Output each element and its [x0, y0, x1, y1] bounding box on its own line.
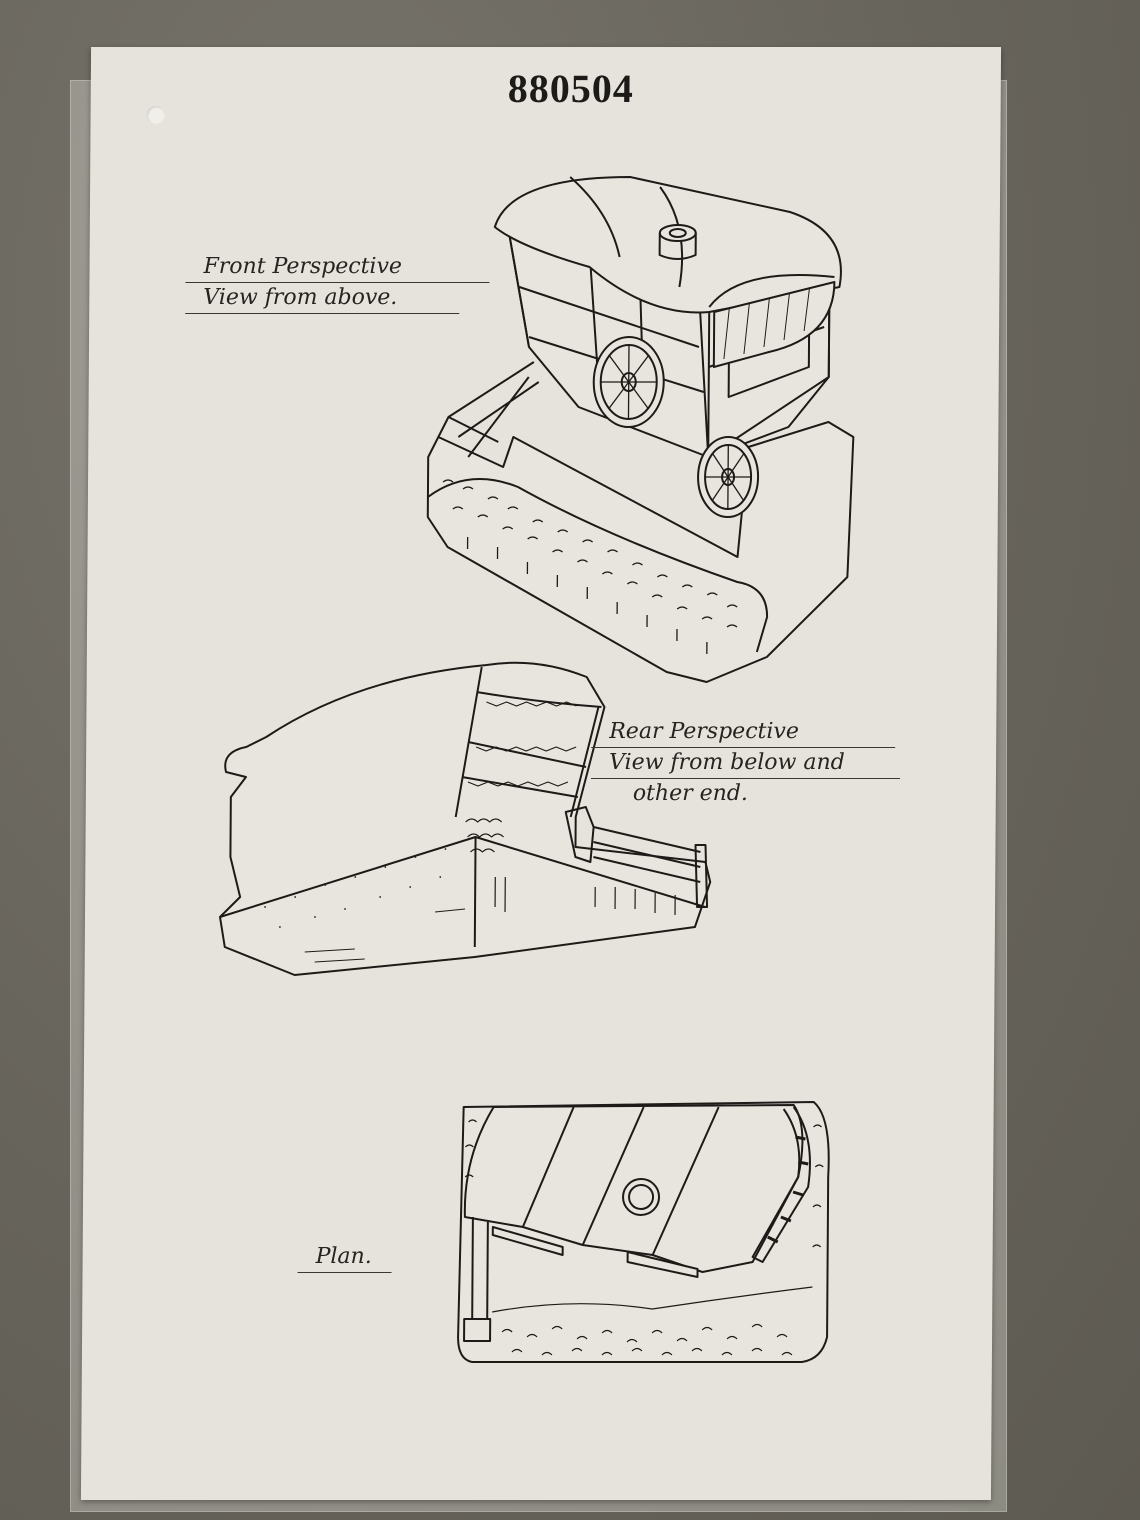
document-number: 880504 — [507, 66, 634, 111]
caption-rear-perspective: Rear Perspective View from below and oth… — [590, 717, 901, 809]
figure-rear-perspective — [205, 647, 727, 977]
drawing-sheet: 880504 Front Perspective View from above… — [80, 47, 1002, 1500]
figure-plan — [452, 1097, 834, 1367]
figure-front-perspective — [407, 137, 871, 692]
caption-line: Rear Perspective — [591, 717, 896, 748]
caption-plan: Plan. — [297, 1242, 392, 1273]
caption-line: other end. — [632, 781, 749, 806]
caption-line: View from below and — [590, 748, 901, 779]
caption-line: Plan. — [297, 1242, 392, 1273]
punch-hole — [146, 106, 165, 124]
